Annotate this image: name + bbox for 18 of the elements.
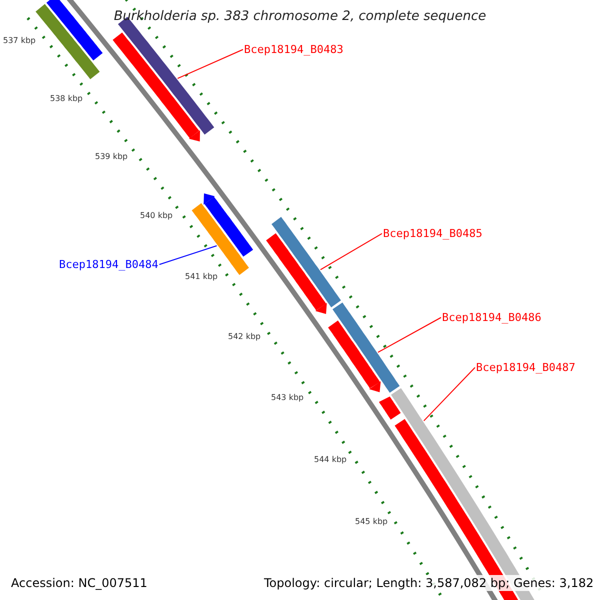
gene-bar <box>272 216 341 308</box>
scale-label: 544 kbp <box>314 455 347 464</box>
gene-label: Bcep18194_B0484 <box>59 258 158 271</box>
footer-text: Accession: NC_007511 <box>9 575 150 591</box>
leader-line <box>320 233 382 270</box>
leader-line <box>378 317 442 353</box>
gene-label: Bcep18194_B0486 <box>442 311 542 324</box>
scale-label: 537 kbp <box>3 36 36 45</box>
leader-line <box>423 367 476 422</box>
leader-line <box>177 49 244 79</box>
gene-label: Bcep18194_B0487 <box>476 361 576 374</box>
scale-label: 538 kbp <box>50 94 83 103</box>
gene-label: Bcep18194_B0485 <box>383 227 482 240</box>
scale-label: 541 kbp <box>185 272 218 281</box>
gene-bar <box>332 302 400 393</box>
gene-label: Bcep18194_B0483 <box>244 43 344 56</box>
title: Burkholderia sp. 383 chromosome 2, complete sequence <box>112 9 488 24</box>
leader-line <box>158 245 218 265</box>
